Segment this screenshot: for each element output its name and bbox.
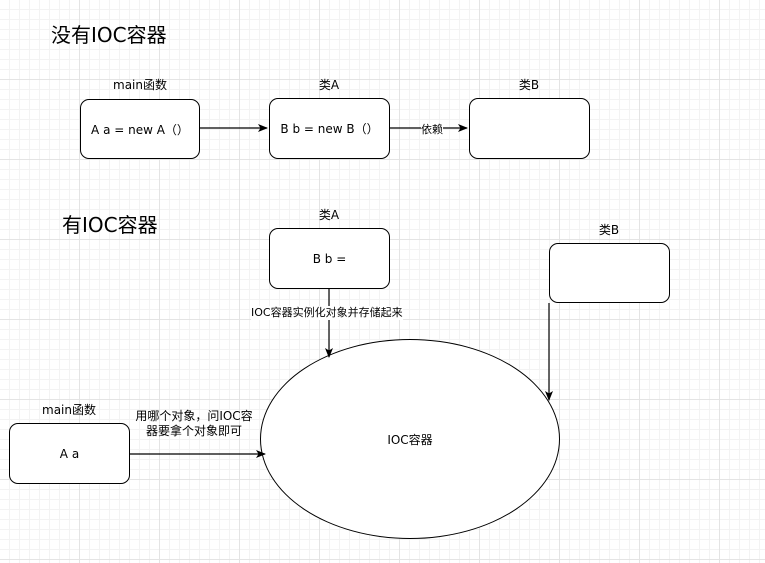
main-function-label-top: main函数 (113, 78, 167, 92)
main-function-box-top-text: A a = new A（） (91, 122, 189, 137)
request-edge-label: 用哪个对象，问IOC容 器要拿个对象即可 (132, 409, 256, 439)
main-function-box-bottom[interactable]: A a (9, 423, 130, 484)
class-b-label-bottom: 类B (598, 223, 620, 237)
instantiate-edge-label: IOC容器实例化对象并存储起来 (251, 306, 403, 320)
title-without-ioc: 没有IOC容器 (51, 23, 167, 47)
request-edge-label-line1: 用哪个对象，问IOC容 (135, 409, 253, 423)
title-with-ioc: 有IOC容器 (62, 213, 158, 237)
class-a-box-bottom-text: B b = (312, 251, 347, 266)
class-a-label-top: 类A (318, 78, 340, 92)
class-a-box-top-text: B b = new B（） (280, 122, 379, 136)
main-function-label-bottom: main函数 (42, 403, 96, 417)
request-edge-label-line2: 器要拿个对象即可 (145, 424, 242, 438)
depends-edge-label: 依赖 (421, 123, 443, 137)
class-a-box-top[interactable]: B b = new B（） (269, 98, 390, 159)
ioc-container-text: IOC容器 (387, 432, 433, 447)
main-function-box-top[interactable]: A a = new A（） (80, 99, 200, 159)
class-a-label-bottom: 类A (318, 208, 340, 222)
ioc-container-ellipse[interactable]: IOC容器 (260, 339, 560, 539)
class-a-box-bottom[interactable]: B b = (269, 228, 390, 289)
main-function-box-bottom-text: A a (59, 446, 80, 461)
class-b-box-top[interactable] (469, 98, 590, 159)
class-b-label-top: 类B (518, 78, 540, 92)
class-b-box-bottom[interactable] (549, 243, 670, 303)
